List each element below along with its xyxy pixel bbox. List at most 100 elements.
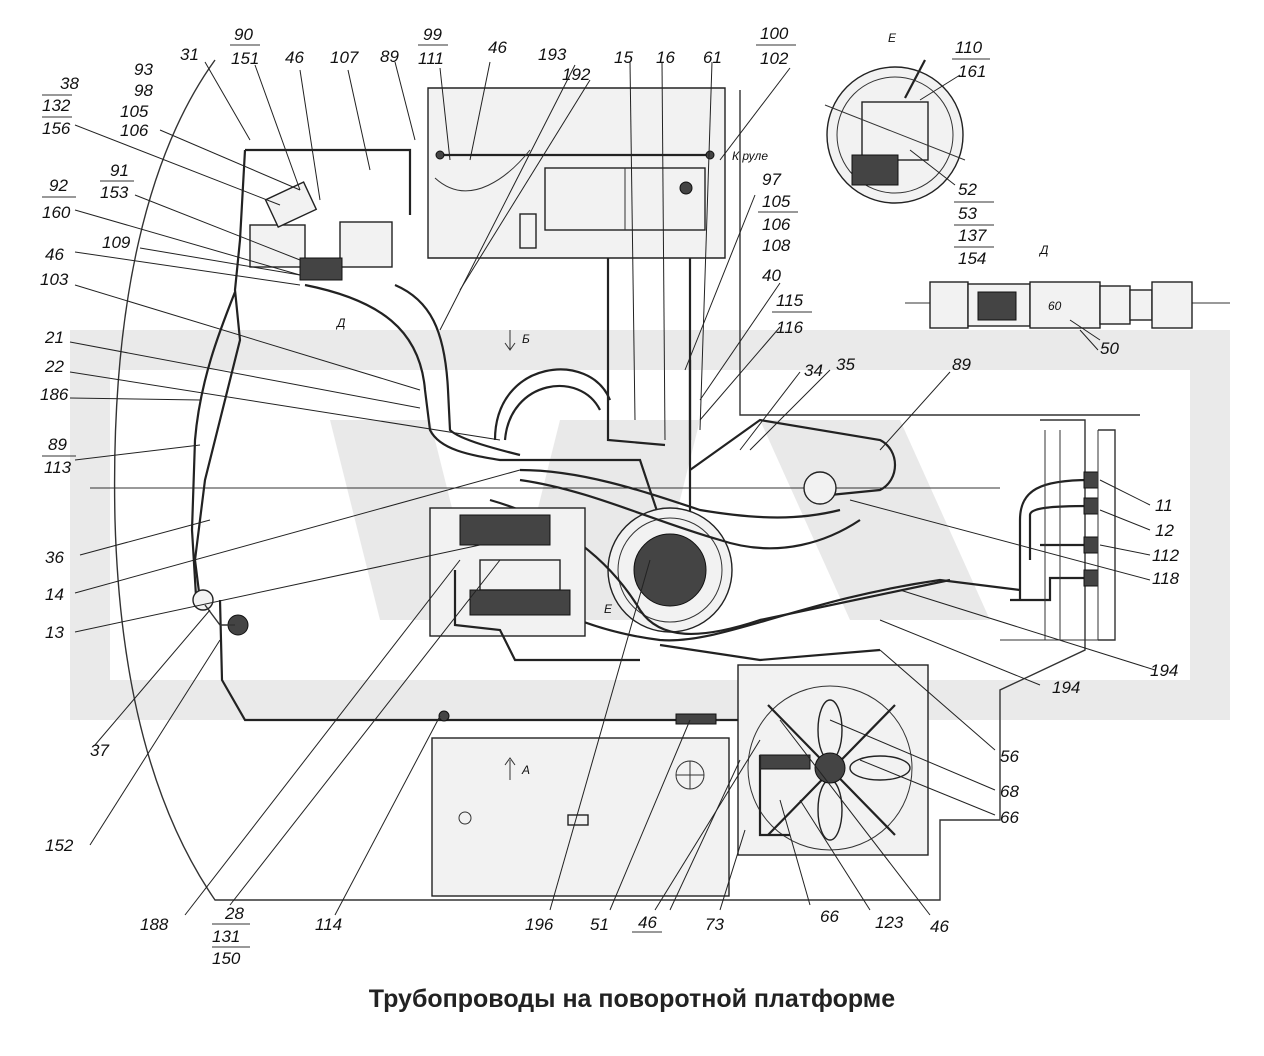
callout: 106	[120, 121, 149, 140]
fitting-size-label: 60	[1048, 299, 1062, 313]
callout: 46	[285, 48, 304, 67]
callout: 51	[590, 915, 609, 934]
callout: 31	[180, 45, 199, 64]
callout: 102	[760, 49, 789, 68]
callout: 66	[820, 907, 839, 926]
callout: 186	[40, 385, 69, 404]
callout: 160	[42, 203, 71, 222]
callout: 110	[955, 38, 983, 57]
platform-outline	[90, 59, 1140, 901]
callout-labels: 38 132 156 93 98 105 106 31 90 151 46 10…	[40, 24, 1180, 968]
callout: 99	[423, 25, 442, 44]
callout: 118	[1152, 569, 1180, 588]
callout: 28	[224, 904, 244, 923]
callout: 98	[134, 81, 153, 100]
view-label-e: Е	[888, 31, 897, 45]
callout: 46	[930, 917, 949, 936]
to-steering-label: К руле	[732, 149, 768, 163]
callout: 97	[762, 170, 781, 189]
callout: 150	[212, 949, 241, 968]
callout: 196	[525, 915, 554, 934]
callout: 91	[110, 161, 129, 180]
detail-view-e: Е	[824, 31, 966, 204]
callout: 152	[45, 836, 74, 855]
callout: 66	[1000, 808, 1019, 827]
callout: 193	[538, 45, 567, 64]
callout: 14	[45, 585, 64, 604]
callout: 109	[102, 233, 131, 252]
lower-block: А	[431, 737, 730, 897]
callout: 36	[45, 548, 64, 567]
callout: 52	[958, 180, 977, 199]
callout: 194	[1150, 661, 1178, 680]
callout: 40	[762, 266, 781, 285]
distributor-block	[429, 507, 640, 662]
view-label-d-small: Д	[335, 316, 346, 330]
callout: 38	[60, 74, 79, 93]
callout: 61	[703, 48, 722, 67]
callout: 46	[638, 913, 657, 932]
callout: 113	[44, 458, 72, 477]
callout: 46	[45, 245, 64, 264]
pipe-lines	[190, 148, 1116, 725]
callout: 21	[44, 328, 64, 347]
callout: 89	[48, 435, 67, 454]
callout: 90	[234, 25, 253, 44]
engine-compartment	[427, 87, 726, 259]
view-label-d: Д	[1038, 243, 1049, 257]
view-label-e-small: Е	[604, 602, 613, 616]
callout: 92	[49, 176, 68, 195]
callout: 161	[958, 62, 986, 81]
callout: 111	[418, 49, 444, 68]
callout: 16	[656, 48, 675, 67]
callout: 131	[212, 927, 240, 946]
callout: 15	[614, 48, 633, 67]
view-label-b: Б	[522, 332, 530, 346]
callout: 46	[488, 38, 507, 57]
callout: 123	[875, 913, 904, 932]
callout: 35	[836, 355, 855, 374]
callout: 89	[952, 355, 971, 374]
callout: 154	[958, 249, 986, 268]
callout: 34	[804, 361, 823, 380]
leader-lines	[69, 61, 1156, 916]
callout: 151	[231, 49, 259, 68]
callout: 153	[100, 183, 129, 202]
callout: 68	[1000, 782, 1019, 801]
callout: 112	[1152, 546, 1180, 565]
view-label-a: А	[521, 763, 530, 777]
callout: 50	[1100, 339, 1119, 358]
callout: 107	[330, 48, 359, 67]
callout: 56	[1000, 747, 1019, 766]
callout: 53	[958, 204, 977, 223]
callout: 103	[40, 270, 69, 289]
diagram-caption: Трубопроводы на поворотной платформе	[368, 985, 896, 1013]
view-markers: Б Д Е К руле	[335, 149, 768, 616]
callout: 89	[380, 47, 399, 66]
callout: 194	[1052, 678, 1080, 697]
detail-view-d: 60 Д	[905, 243, 1230, 329]
callout: 192	[562, 65, 591, 84]
callout: 105	[120, 102, 149, 121]
valve-block-left	[249, 181, 393, 281]
callout: 108	[762, 236, 791, 255]
callout: 12	[1155, 521, 1174, 540]
callout: 22	[44, 357, 64, 376]
callout: 13	[45, 623, 64, 642]
callout: 100	[760, 24, 789, 43]
callout: 156	[42, 119, 71, 138]
callout: 106	[762, 215, 791, 234]
callout: 115	[776, 291, 804, 310]
callout: 188	[140, 915, 169, 934]
callout: 132	[42, 96, 71, 115]
callout: 114	[315, 915, 342, 934]
callout: 105	[762, 192, 791, 211]
callout: 11	[1155, 496, 1173, 515]
callout: 116	[776, 318, 804, 337]
callout: 37	[90, 741, 109, 760]
callout: 137	[958, 226, 987, 245]
callout: 93	[134, 60, 153, 79]
fan-unit	[737, 664, 929, 856]
callout: 73	[705, 915, 724, 934]
